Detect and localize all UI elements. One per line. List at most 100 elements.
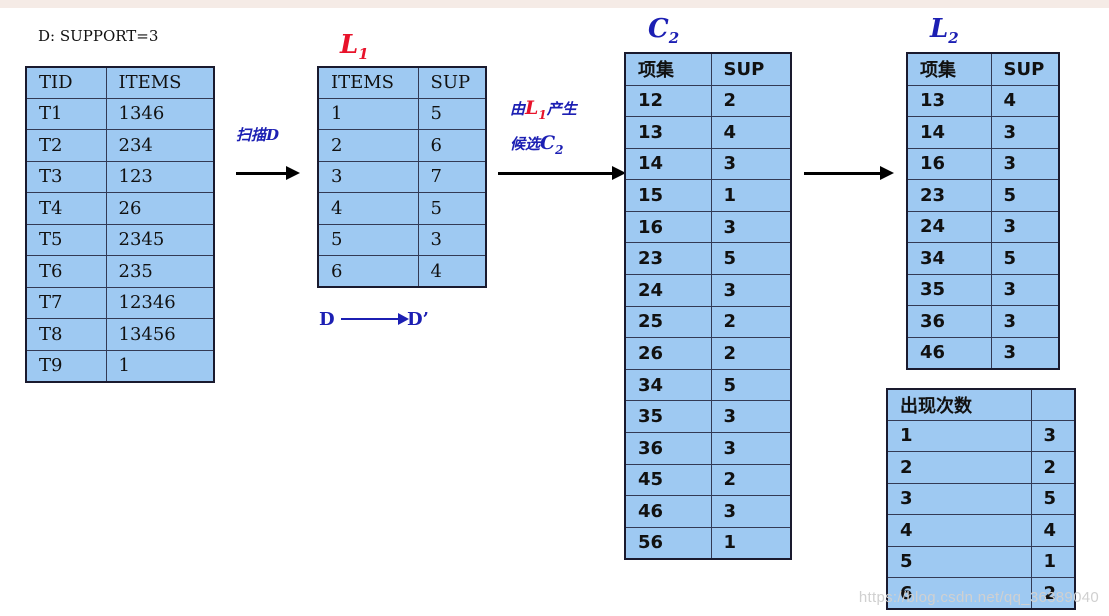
counts-header-0: 出现次数 bbox=[886, 388, 1032, 421]
itemset-cell: 15 bbox=[624, 179, 712, 212]
value-cell: 3 bbox=[990, 273, 1060, 306]
value-cell: 2345 bbox=[105, 223, 215, 256]
value-cell: 5 bbox=[710, 242, 792, 276]
l2-header-1: SUP bbox=[990, 52, 1060, 86]
itemset-cell: T2 bbox=[25, 129, 107, 162]
itemset-cell: 24 bbox=[906, 210, 992, 243]
value-cell: 123 bbox=[105, 160, 215, 193]
value-cell: 1 bbox=[1030, 545, 1076, 578]
transactions-header-0: TID bbox=[25, 66, 107, 99]
arrow-scan bbox=[236, 166, 300, 180]
value-cell: 3 bbox=[710, 400, 792, 434]
itemset-cell: 26 bbox=[624, 337, 712, 370]
itemset-cell: 3 bbox=[886, 482, 1032, 515]
value-cell: 4 bbox=[1030, 514, 1076, 547]
value-cell: 1 bbox=[710, 526, 792, 560]
itemset-cell: 2 bbox=[317, 129, 419, 162]
itemset-cell: T8 bbox=[25, 318, 107, 351]
value-cell: 3 bbox=[710, 274, 792, 307]
transactions-header-1: ITEMS bbox=[105, 66, 215, 99]
itemset-cell: 46 bbox=[906, 336, 992, 369]
value-cell: 3 bbox=[1030, 419, 1076, 452]
value-cell: 4 bbox=[710, 116, 792, 149]
d-arrow bbox=[341, 313, 409, 325]
l1-header-0: ITEMS bbox=[317, 66, 419, 99]
value-cell: 2 bbox=[710, 463, 792, 497]
itemset-cell: 46 bbox=[624, 495, 712, 528]
scan-label: 扫描D bbox=[236, 126, 280, 144]
value-cell: 234 bbox=[105, 129, 215, 162]
itemset-cell: 6 bbox=[886, 577, 1032, 610]
value-cell: 1346 bbox=[105, 97, 215, 130]
itemset-cell: 24 bbox=[624, 274, 712, 307]
itemset-cell: 25 bbox=[624, 305, 712, 339]
value-cell: 3 bbox=[710, 432, 792, 465]
c2-header-0: 项集 bbox=[624, 52, 712, 86]
itemset-cell: 6 bbox=[317, 255, 419, 288]
d-from-label: D bbox=[319, 309, 335, 330]
itemset-cell: 35 bbox=[906, 273, 992, 306]
value-cell: 12346 bbox=[105, 286, 215, 319]
value-cell: 3 bbox=[990, 116, 1060, 149]
support-label: D: SUPPORT=3 bbox=[38, 27, 159, 45]
counts-header-1 bbox=[1030, 388, 1076, 421]
value-cell: 3 bbox=[710, 147, 792, 181]
l1-header-1: SUP bbox=[417, 66, 487, 99]
itemset-cell: 2 bbox=[886, 451, 1032, 484]
itemset-cell: T6 bbox=[25, 255, 107, 288]
value-cell: 2 bbox=[710, 337, 792, 370]
value-cell: 3 bbox=[990, 147, 1060, 180]
itemset-cell: T7 bbox=[25, 286, 107, 319]
itemset-cell: T5 bbox=[25, 223, 107, 256]
itemset-cell: 34 bbox=[624, 368, 712, 402]
itemset-cell: 13 bbox=[624, 116, 712, 149]
value-cell: 2 bbox=[1030, 451, 1076, 484]
value-cell: 4 bbox=[990, 84, 1060, 117]
value-cell: 3 bbox=[990, 210, 1060, 243]
top-bar bbox=[0, 0, 1109, 8]
itemset-cell: T4 bbox=[25, 192, 107, 225]
c2-title: C2 bbox=[648, 14, 680, 48]
table-header-row: 出现次数 bbox=[886, 388, 1076, 421]
itemset-cell: T1 bbox=[25, 97, 107, 130]
c2-header-1: SUP bbox=[710, 52, 792, 86]
value-cell: 1 bbox=[710, 179, 792, 212]
value-cell: 13456 bbox=[105, 318, 215, 351]
value-cell: 1 bbox=[105, 349, 215, 382]
value-cell: 5 bbox=[990, 179, 1060, 212]
itemset-cell: 5 bbox=[886, 545, 1032, 578]
itemset-cell: 4 bbox=[886, 514, 1032, 547]
itemset-cell: 13 bbox=[906, 84, 992, 117]
value-cell: 2 bbox=[1030, 577, 1076, 610]
itemset-cell: 14 bbox=[906, 116, 992, 149]
